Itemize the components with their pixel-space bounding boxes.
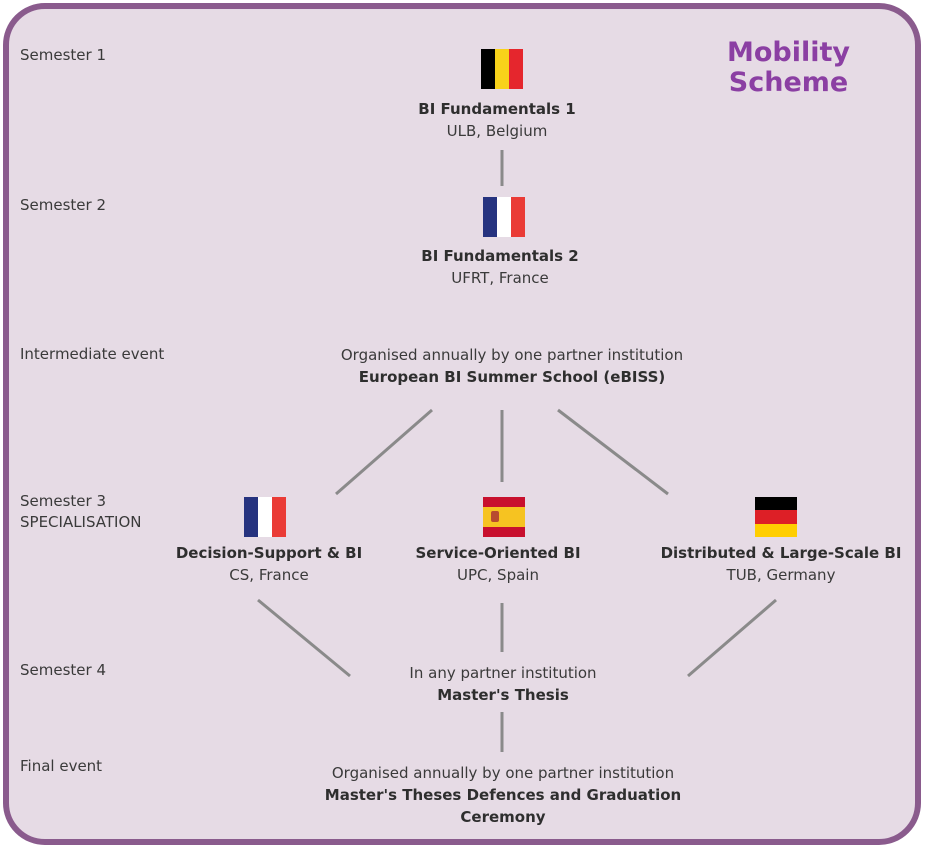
node-note: In any partner institution: [409, 664, 597, 682]
connector-ebiss-dlsbi: [557, 408, 669, 496]
node-service-oriented-bi: Service-Oriented BI UPC, Spain: [415, 542, 580, 586]
diagram-title: Mobility Scheme: [727, 38, 850, 98]
germany-flag-icon: [755, 497, 797, 537]
node-place: UPC, Spain: [457, 566, 539, 584]
node-title: BI Fundamentals 2: [421, 247, 579, 265]
node-title-line2: Ceremony: [460, 808, 546, 826]
node-title: BI Fundamentals 1: [418, 100, 576, 118]
node-place: ULB, Belgium: [446, 122, 548, 140]
node-place: CS, France: [229, 566, 309, 584]
node-title: Master's Thesis: [437, 686, 569, 704]
semester-4-label: Semester 4: [20, 661, 106, 679]
node-note: Organised annually by one partner instit…: [331, 764, 675, 782]
spain-flag-icon: [483, 497, 525, 537]
title-line1: Mobility: [726, 37, 850, 68]
node-graduation: Organised annually by one partner instit…: [325, 762, 681, 828]
node-distributed-large-scale-bi: Distributed & Large-Scale BI TUB, German…: [661, 542, 902, 586]
france-flag-icon: [483, 197, 525, 237]
semester-3-label: Semester 3 SPECIALISATION: [20, 491, 142, 533]
node-title: Decision-Support & BI: [175, 544, 363, 562]
node-title: Distributed & Large-Scale BI: [660, 544, 902, 562]
node-bi-fundamentals-2: BI Fundamentals 2 UFRT, France: [421, 245, 578, 289]
node-ebiss: Organised annually by one partner instit…: [341, 344, 683, 388]
semester-3-line2: SPECIALISATION: [20, 513, 142, 531]
semester-2-label: Semester 2: [20, 196, 106, 214]
connector-dsbi-thesis: [257, 598, 351, 678]
mobility-scheme-card: [3, 3, 921, 845]
semester-3-line1: Semester 3: [20, 492, 106, 510]
connector-dlsbi-thesis: [687, 598, 777, 678]
belgium-flag-icon: [481, 49, 523, 89]
node-decision-support-bi: Decision-Support & BI CS, France: [176, 542, 362, 586]
title-line2: Scheme: [728, 67, 849, 98]
node-masters-thesis: In any partner institution Master's Thes…: [409, 662, 596, 706]
semester-1-label: Semester 1: [20, 46, 106, 64]
node-title: European BI Summer School (eBISS): [358, 368, 666, 386]
node-place: TUB, Germany: [726, 566, 836, 584]
final-event-label: Final event: [20, 757, 103, 775]
node-place: UFRT, France: [451, 269, 549, 287]
connector-ebiss-dsbi: [335, 408, 433, 496]
node-title: Service-Oriented BI: [415, 544, 581, 562]
node-bi-fundamentals-1: BI Fundamentals 1 ULB, Belgium: [418, 98, 575, 142]
node-note: Organised annually by one partner instit…: [340, 346, 684, 364]
intermediate-event-label: Intermediate event: [20, 345, 165, 363]
node-title-line1: Master's Theses Defences and Graduation: [324, 786, 682, 804]
france-flag-icon: [244, 497, 286, 537]
